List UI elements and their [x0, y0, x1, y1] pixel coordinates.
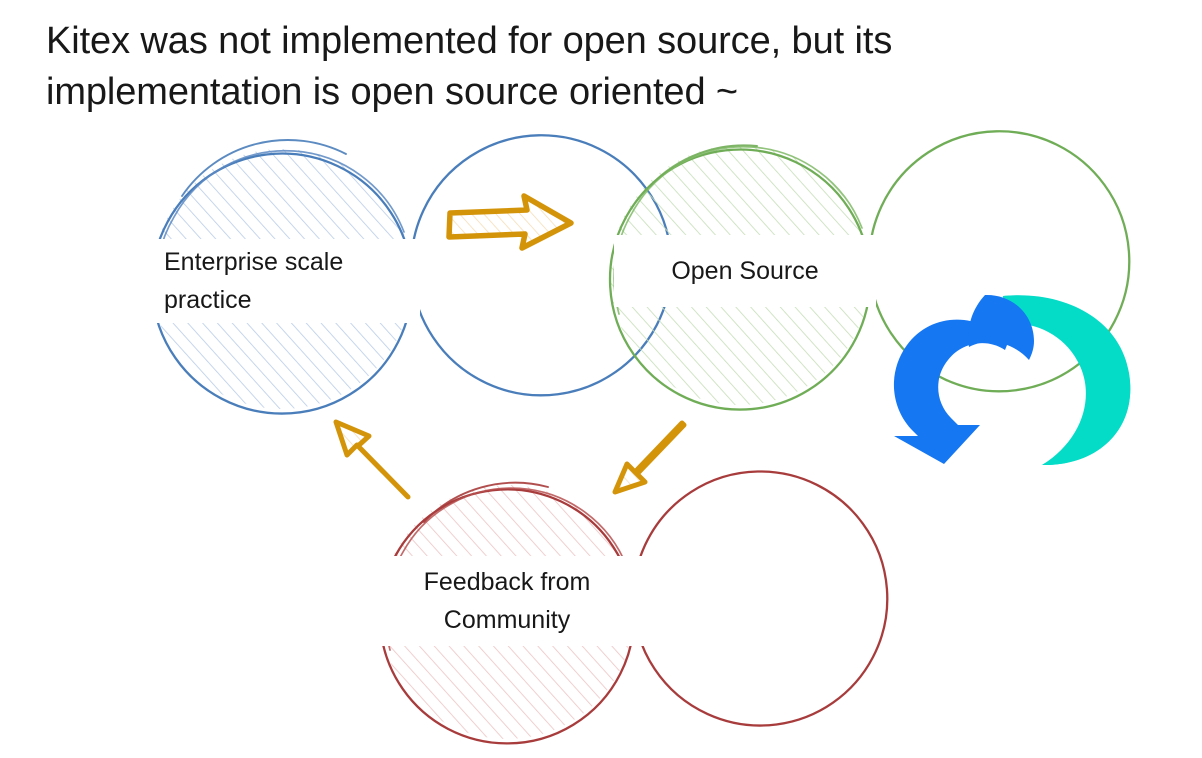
node-label-enterprise-scale-practice: Enterprise scale practice — [140, 239, 420, 323]
arrow-enterprise-to-opensource[interactable] — [446, 193, 574, 251]
node-label-feedback-from-community: Feedback from Community — [368, 556, 646, 646]
feedback-circle-sketch-overshoot — [423, 481, 549, 523]
arrow-down-left-icon — [612, 420, 687, 495]
arrow-right-icon — [446, 193, 574, 251]
page-title: Kitex was not implemented for open sourc… — [46, 20, 893, 113]
node-label-open-source: Open Source — [614, 235, 876, 307]
arrow-opensource-to-feedback[interactable] — [612, 420, 687, 495]
opensource-circle-sketch-overshoot — [649, 144, 758, 187]
logo-blue-cap — [968, 294, 1034, 360]
arrow-up-left-icon — [333, 419, 411, 500]
cloudwego-logo[interactable] — [893, 294, 1131, 466]
enterprise-circle-sketch-overshoot — [181, 139, 347, 197]
logo-teal-body — [1003, 295, 1131, 466]
arrow-feedback-to-enterprise[interactable] — [333, 419, 411, 500]
logo-blue-arrow — [893, 303, 1014, 464]
